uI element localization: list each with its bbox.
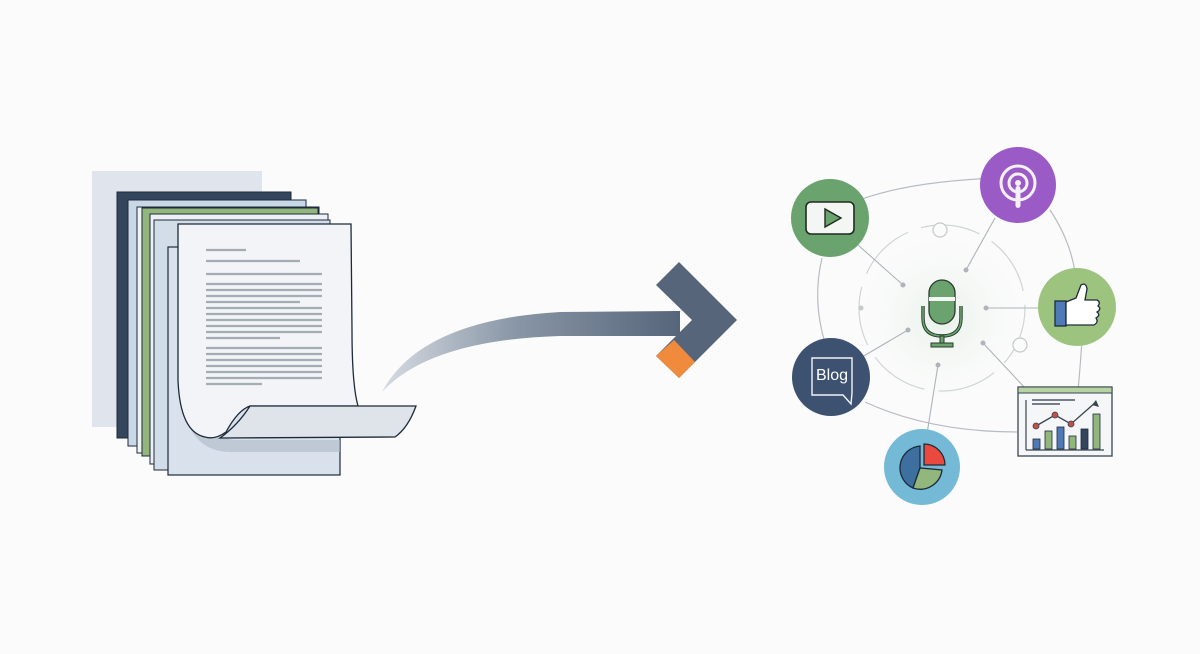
podcast-channel-icon[interactable]	[980, 147, 1056, 223]
document-text-lines	[206, 248, 322, 386]
social-like-channel-icon[interactable]	[1038, 268, 1116, 346]
pie-chart-channel-icon[interactable]	[884, 429, 960, 505]
analytics-dashboard-icon[interactable]	[1017, 386, 1113, 457]
blog-channel-icon[interactable]	[792, 338, 870, 416]
blog-label: Blog	[816, 367, 849, 384]
document-stack-icon	[92, 171, 417, 476]
video-channel-icon[interactable]	[791, 179, 869, 257]
transform-arrow-icon	[382, 262, 737, 392]
microphone-icon	[921, 279, 963, 348]
